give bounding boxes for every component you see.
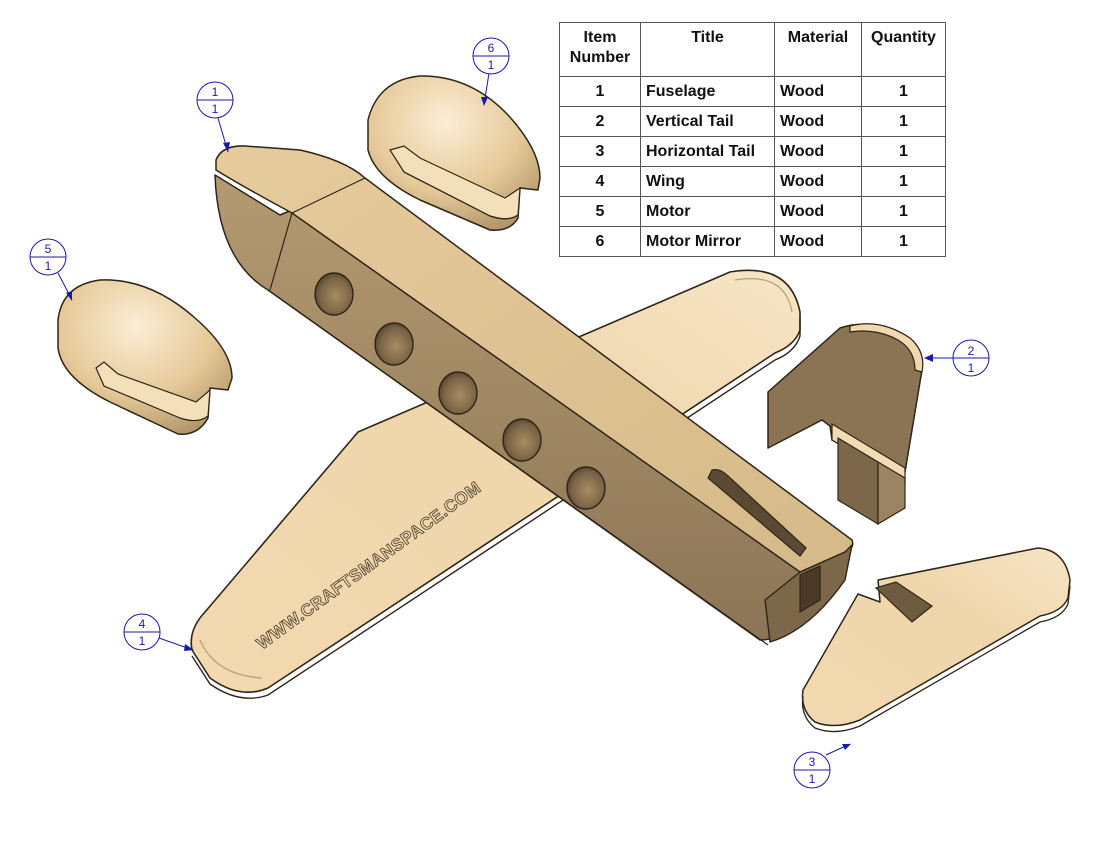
balloon-item-6: 6 1	[472, 37, 510, 106]
table-row: 5 Motor Wood 1	[559, 196, 946, 227]
balloon-item-number: 6	[488, 41, 495, 55]
table-row: 1 Fuselage Wood 1	[559, 76, 946, 107]
header-item-number-line2: Number	[569, 49, 631, 66]
table-row: 2 Vertical Tail Wood 1	[559, 106, 946, 137]
balloon-item-number: 4	[139, 617, 146, 631]
header-material: Material	[774, 22, 862, 77]
balloon-quantity: 1	[968, 361, 975, 375]
balloon-item-2: 2 1	[924, 339, 990, 377]
cell-item-number: 6	[559, 226, 641, 257]
motor-part	[57, 279, 233, 435]
cell-quantity: 1	[861, 136, 946, 167]
header-item-number: Item Number	[559, 22, 641, 77]
cell-quantity: 1	[861, 76, 946, 107]
cell-quantity: 1	[861, 106, 946, 137]
fuselage-part	[214, 145, 854, 646]
vertical-tail-part	[767, 323, 924, 526]
cell-title: Motor Mirror	[640, 226, 775, 257]
balloon-item-number: 1	[212, 85, 219, 99]
bom-header-row: Item Number Title Material Quantity	[559, 22, 946, 77]
balloon-item-1: 1 1	[196, 81, 234, 153]
cell-quantity: 1	[861, 166, 946, 197]
balloon-item-number: 5	[45, 242, 52, 256]
balloon-item-number: 3	[809, 755, 816, 769]
cell-quantity: 1	[861, 226, 946, 257]
cell-material: Wood	[774, 166, 862, 197]
cell-material: Wood	[774, 136, 862, 167]
bill-of-materials-table: Item Number Title Material Quantity 1 Fu…	[559, 22, 946, 257]
balloon-item-4: 4 1	[123, 613, 194, 651]
cell-title: Motor	[640, 196, 775, 227]
cell-material: Wood	[774, 76, 862, 107]
cell-material: Wood	[774, 226, 862, 257]
balloon-item-number: 2	[968, 344, 975, 358]
motor-mirror-part	[367, 75, 541, 231]
cell-item-number: 2	[559, 106, 641, 137]
balloon-quantity: 1	[212, 102, 219, 116]
header-item-number-line1: Item	[583, 29, 617, 46]
balloon-quantity: 1	[488, 58, 495, 72]
cell-title: Fuselage	[640, 76, 775, 107]
cell-title: Horizontal Tail	[640, 136, 775, 167]
balloon-quantity: 1	[809, 772, 816, 786]
table-row: 6 Motor Mirror Wood 1	[559, 226, 946, 257]
horizontal-tail-part	[801, 547, 1071, 733]
cell-material: Wood	[774, 196, 862, 227]
cell-material: Wood	[774, 106, 862, 137]
balloon-item-3: 3 1	[793, 743, 851, 789]
cell-quantity: 1	[861, 196, 946, 227]
balloon-item-5: 5 1	[29, 238, 73, 301]
balloon-quantity: 1	[139, 634, 146, 648]
cell-item-number: 1	[559, 76, 641, 107]
cell-item-number: 5	[559, 196, 641, 227]
header-title: Title	[640, 22, 775, 77]
table-row: 3 Horizontal Tail Wood 1	[559, 136, 946, 167]
cell-item-number: 3	[559, 136, 641, 167]
header-quantity: Quantity	[861, 22, 946, 77]
table-row: 4 Wing Wood 1	[559, 166, 946, 197]
cell-title: Vertical Tail	[640, 106, 775, 137]
cell-title: Wing	[640, 166, 775, 197]
cell-item-number: 4	[559, 166, 641, 197]
balloon-quantity: 1	[45, 259, 52, 273]
